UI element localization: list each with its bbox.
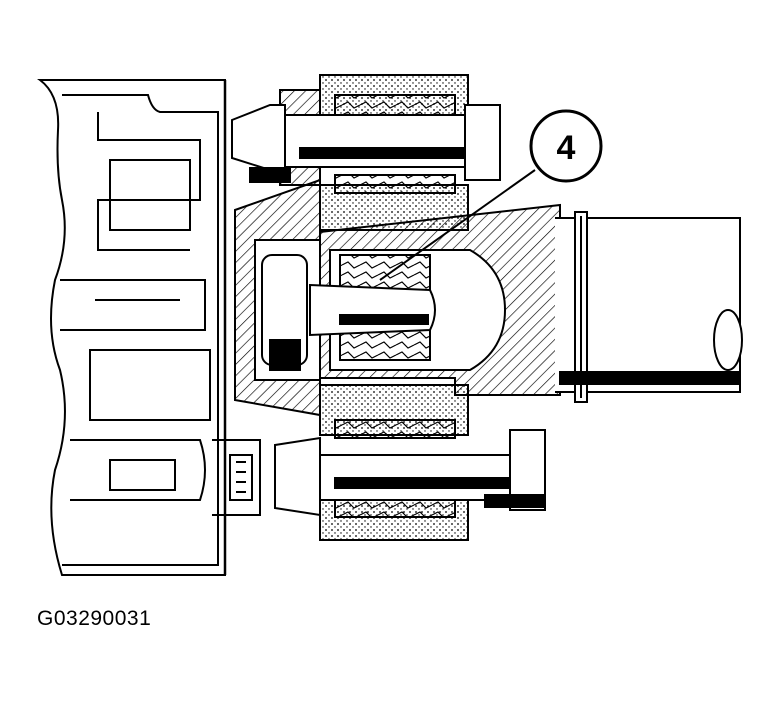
callout-4: 4: [379, 109, 603, 281]
adapter-flange: [234, 89, 321, 417]
figure-id: G03290031: [37, 607, 152, 630]
drive-shaft: [555, 211, 743, 403]
engine-housing: [37, 79, 261, 576]
lower-bolt: [274, 429, 546, 517]
drive-shaft-yoke: [309, 203, 561, 396]
upper-bolt: [231, 104, 501, 183]
callout-circle: [529, 109, 603, 183]
callout-number: 4: [557, 129, 576, 167]
callout-leader-line: [379, 169, 536, 281]
